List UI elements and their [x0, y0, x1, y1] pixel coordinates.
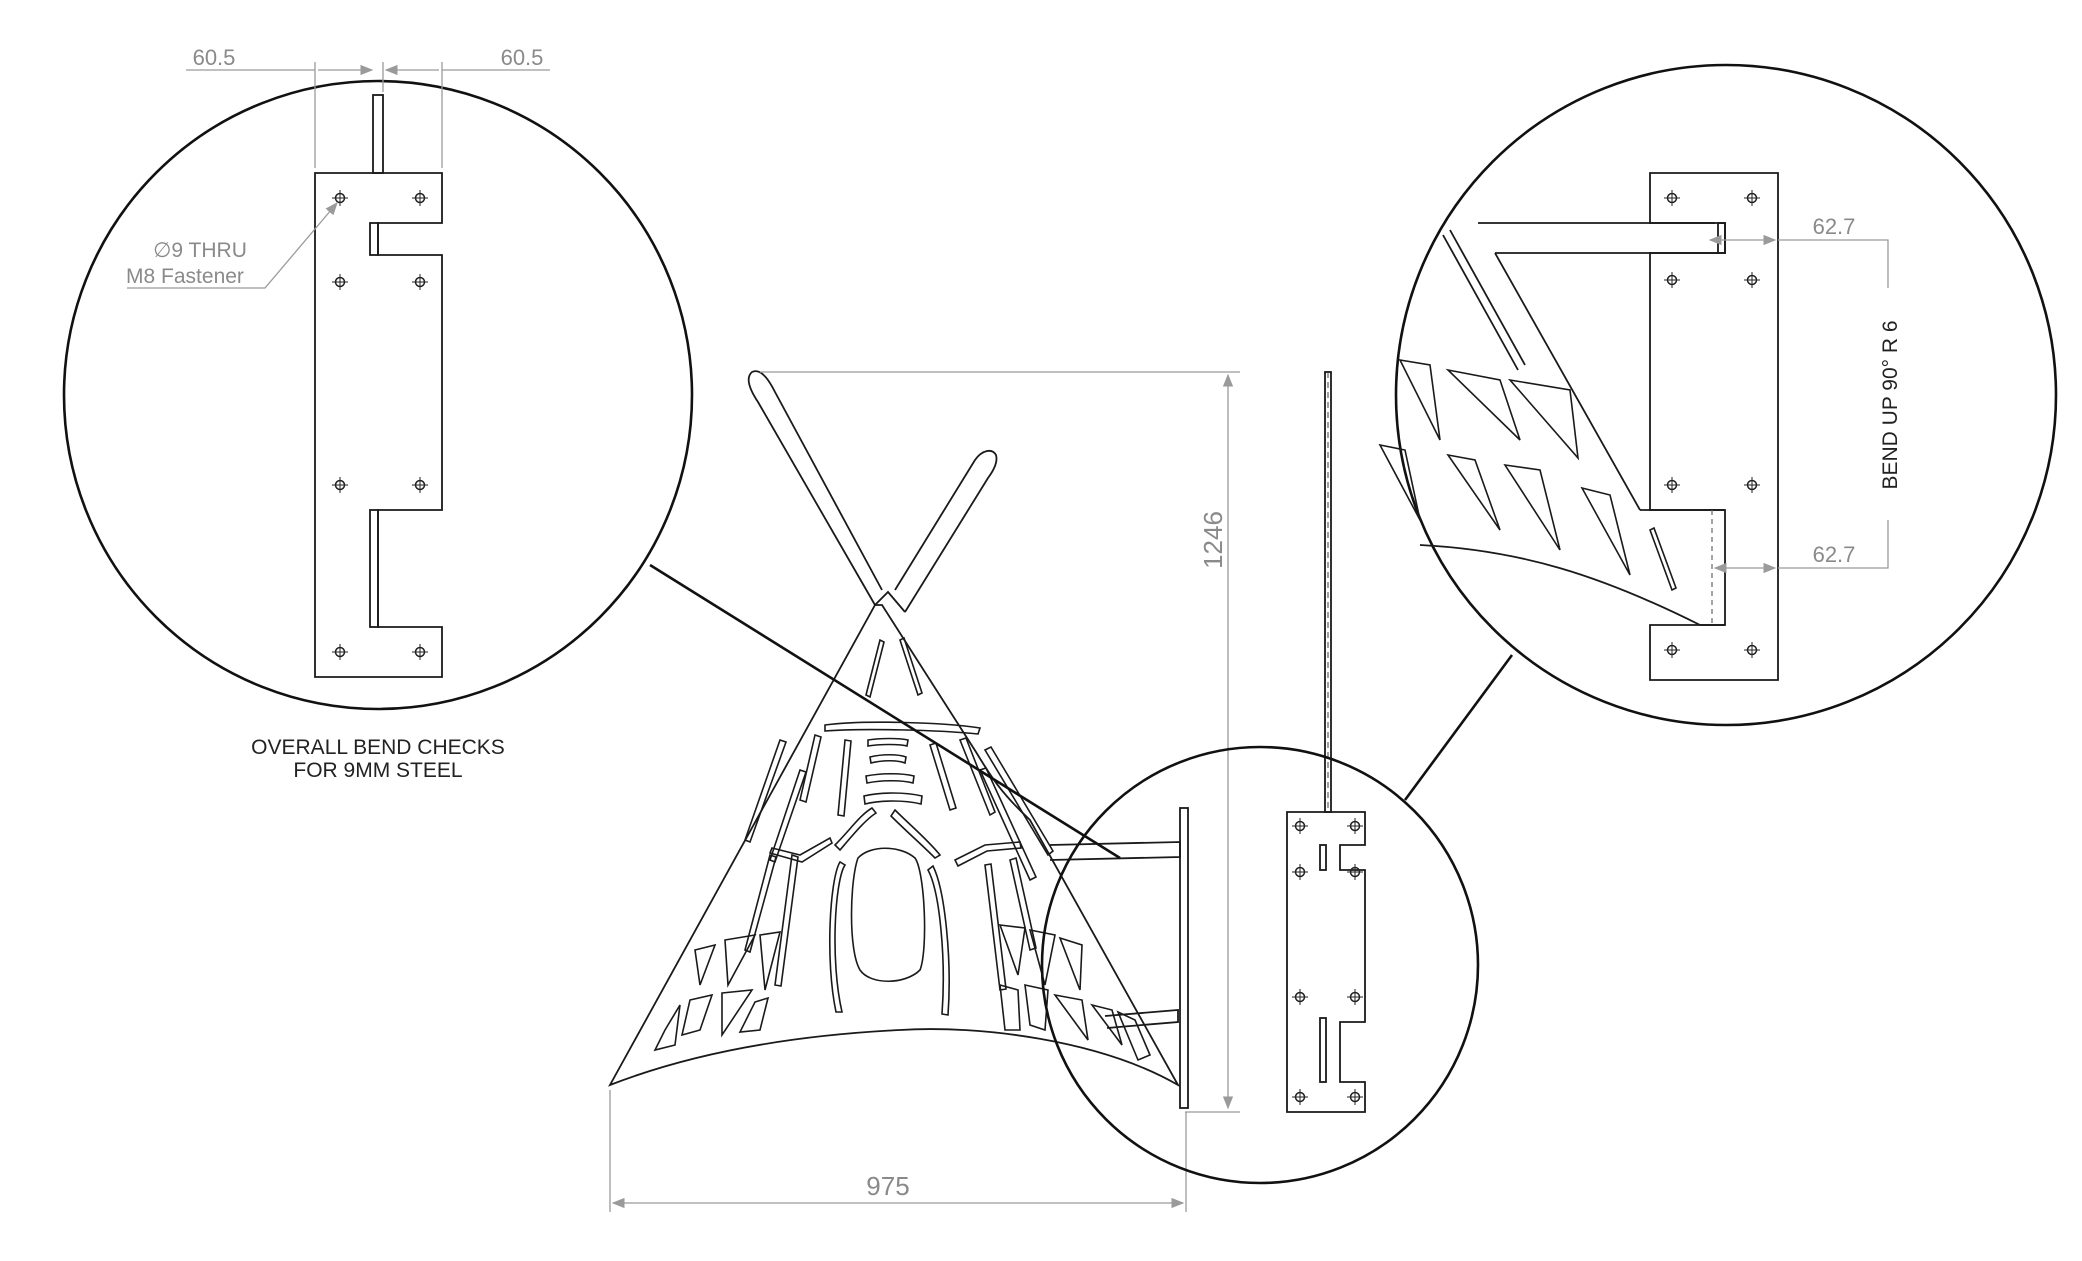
left-width-dim-b: 60.5: [501, 45, 544, 70]
lower-detail-circle: [1040, 745, 1480, 1185]
caption-line1: OVERALL BEND CHECKS: [251, 736, 505, 759]
left-detail-view: 60.5 60.5 ∅9 THRU M8 Fastener: [62, 45, 1121, 860]
overall-width-label: 975: [866, 1171, 909, 1201]
right-offset-dim-bottom: 62.7: [1813, 542, 1856, 567]
right-upper-detail-view: 62.7 62.7 BEND UP 90° R 6: [1378, 63, 2058, 801]
side-view-plate: [1286, 371, 1366, 1113]
hole-callout-line1: ∅9 THRU: [153, 239, 247, 262]
overall-height-label: 1246: [1198, 511, 1228, 569]
dimension-overall-width: 975: [609, 1090, 1187, 1212]
bend-note: BEND UP 90° R 6: [1879, 320, 1902, 489]
left-width-dim-a: 60.5: [193, 45, 236, 70]
dimension-overall-height: 1246: [760, 371, 1240, 1113]
teepee-front-view: [608, 370, 1189, 1109]
caption-line2: FOR 9MM STEEL: [293, 759, 462, 782]
right-offset-dim-top: 62.7: [1813, 214, 1856, 239]
hole-callout-line2: M8 Fastener: [126, 265, 244, 288]
